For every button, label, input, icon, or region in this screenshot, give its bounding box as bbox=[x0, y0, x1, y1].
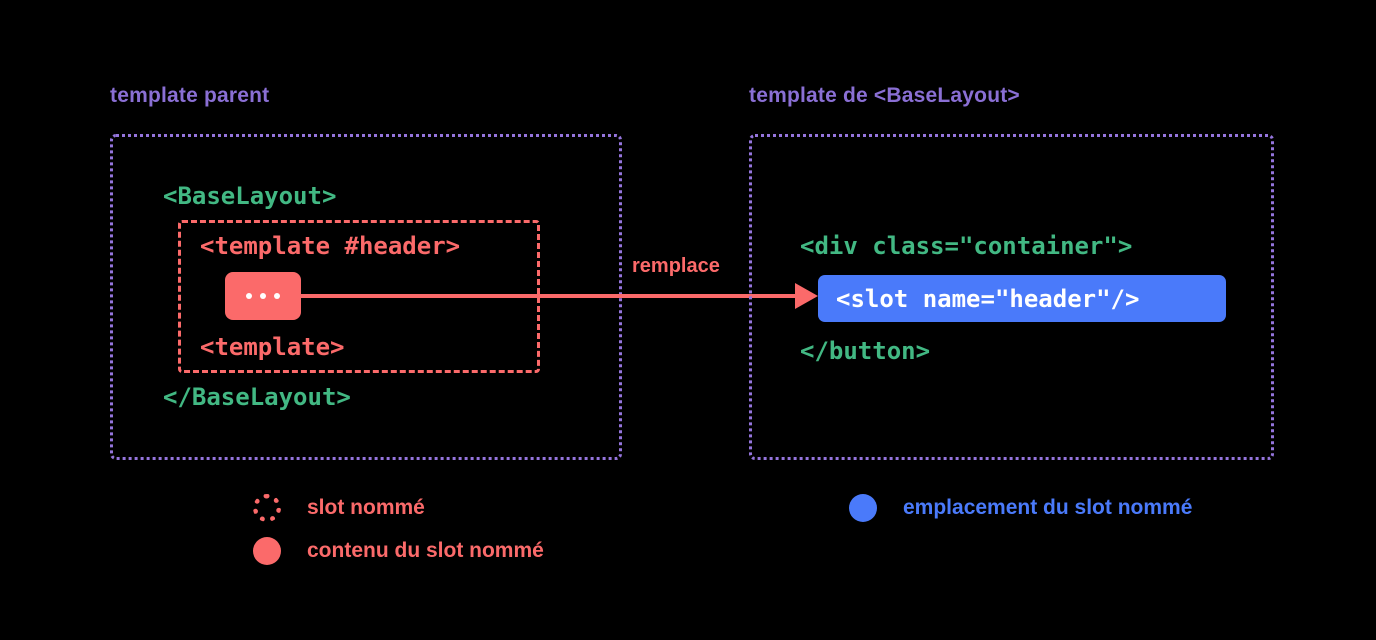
filled-circle-marker-icon bbox=[253, 537, 281, 565]
legend-item-slot-content: contenu du slot nommé bbox=[253, 537, 544, 565]
right-panel-title: template de <BaseLayout> bbox=[749, 84, 1020, 107]
named-slot-content-chip bbox=[225, 272, 301, 320]
ellipsis-dot-3 bbox=[274, 293, 280, 299]
named-slot-placement-chip: <slot name="header"/> bbox=[818, 275, 1226, 322]
legend-item-named-slot: slot nommé bbox=[253, 494, 425, 522]
dotted-circle-marker-icon bbox=[253, 494, 281, 522]
code-template-close-tag: <template> bbox=[200, 333, 345, 361]
legend-label-slot-placement: emplacement du slot nommé bbox=[903, 496, 1193, 519]
code-div-container-open-tag: <div class="container"> bbox=[800, 232, 1133, 260]
code-slot-tag: <slot name="header"/> bbox=[836, 284, 1140, 313]
baselayout-template-panel bbox=[749, 134, 1274, 460]
code-baselayout-close-tag: </BaseLayout> bbox=[163, 383, 351, 411]
filled-circle-marker-blue-icon bbox=[849, 494, 877, 522]
ellipsis-dot-2 bbox=[260, 293, 266, 299]
legend-label-slot-content: contenu du slot nommé bbox=[307, 539, 544, 562]
replace-arrow-head-icon bbox=[795, 283, 818, 309]
replace-arrow-line bbox=[300, 294, 810, 298]
legend-item-slot-placement: emplacement du slot nommé bbox=[849, 494, 1192, 522]
code-template-header-open-tag: <template #header> bbox=[200, 232, 461, 260]
replace-arrow-label: remplace bbox=[629, 255, 723, 278]
code-baselayout-open-tag: <BaseLayout> bbox=[163, 182, 337, 210]
code-button-close-tag: </button> bbox=[800, 337, 931, 365]
legend-label-named-slot: slot nommé bbox=[307, 496, 425, 519]
ellipsis-dot-1 bbox=[246, 293, 252, 299]
left-panel-title: template parent bbox=[110, 84, 270, 107]
